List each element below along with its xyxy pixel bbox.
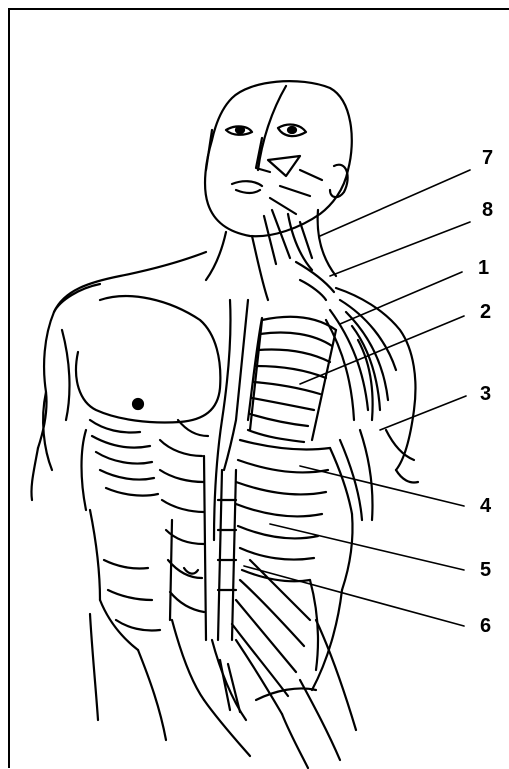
leader-line-8 [330, 222, 470, 276]
callout-label-5: 5 [480, 560, 491, 580]
head [205, 81, 352, 236]
leader-line-7 [320, 170, 470, 236]
torso-outline [31, 252, 220, 740]
neck [206, 210, 336, 300]
leader-line-3 [380, 396, 466, 430]
right-side-dissected [204, 288, 418, 768]
callout-label-3: 3 [480, 384, 491, 404]
callout-label-2: 2 [480, 302, 491, 322]
callout-label-7: 7 [482, 148, 493, 168]
leader-lines [244, 170, 470, 626]
callout-label-4: 4 [480, 496, 491, 516]
leader-line-5 [270, 524, 464, 570]
callout-label-8: 8 [482, 200, 493, 220]
callout-label-6: 6 [480, 616, 491, 636]
callout-label-1: 1 [478, 258, 489, 278]
leader-line-4 [300, 466, 464, 506]
